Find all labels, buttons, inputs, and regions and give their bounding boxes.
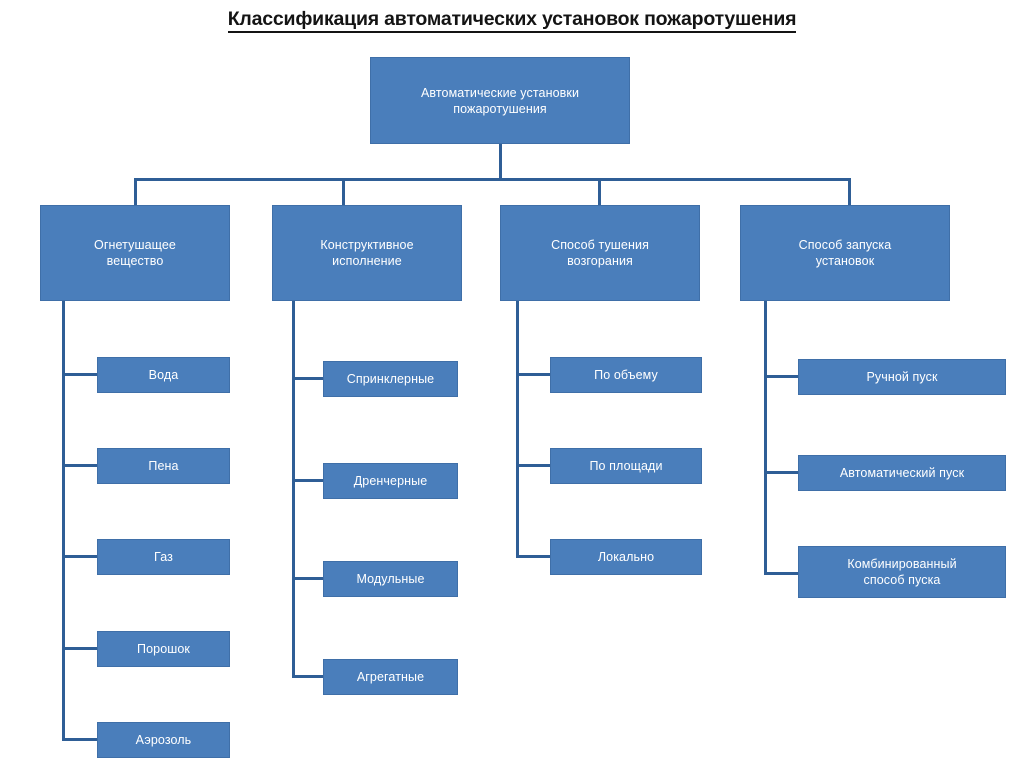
connector-branch-0-drop [134,178,137,205]
connector-branch-3-item-2 [764,572,800,575]
node-branch-2-item-0-label: По объему [594,368,658,382]
connector-branch-1-drop [342,178,345,205]
node-branch-2-item-2-label: Локально [597,550,655,564]
connector-branch-0-item-0 [62,373,98,376]
connector-branch-1-item-1 [292,479,325,482]
node-branch-2-header-label: Способ тушения возгорания [551,238,649,268]
connector-branch-0-item-2 [62,555,98,558]
connector-branch-2-item-1 [516,464,552,467]
node-branch-1-item-3-label: Агрегатные [356,670,425,684]
connector-branch-2-item-0 [516,373,552,376]
connector-bus [134,178,851,181]
node-branch-3-item-1-label: Автоматический пуск [839,466,965,480]
connector-branch-1-item-2 [292,577,325,580]
node-branch-1-item-2-label: Модульные [356,572,425,586]
connector-branch-3-trunk [764,301,767,574]
node-branch-0-item-1-label: Пена [148,459,179,473]
connector-branch-3-drop [848,178,851,205]
node-branch-3-item-0-label: Ручной пуск [866,370,938,384]
node-branch-0-item-2: Газ [97,539,230,575]
node-branch-0-item-0: Вода [97,357,230,393]
node-branch-1-item-1: Дренчерные [323,463,458,499]
node-branch-0-header-label: Огнетушащее вещество [94,238,176,268]
node-branch-2-header: Способ тушения возгорания [500,205,700,301]
node-branch-0-item-4-label: Аэрозоль [135,733,192,747]
node-branch-2-item-1-label: По площади [589,459,663,473]
node-branch-0-item-0-label: Вода [148,368,179,382]
node-branch-1-item-2: Модульные [323,561,458,597]
node-branch-1-header-label: Конструктивное исполнение [320,238,414,268]
connector-branch-0-item-4 [62,738,98,741]
node-branch-1-header: Конструктивное исполнение [272,205,462,301]
node-branch-0-header: Огнетушащее вещество [40,205,230,301]
connector-branch-1-item-3 [292,675,325,678]
node-branch-3-header-label: Способ запуска установок [798,238,892,268]
node-branch-0-item-3: Порошок [97,631,230,667]
node-branch-2-item-0: По объему [550,357,702,393]
node-branch-0-item-1: Пена [97,448,230,484]
node-branch-3-item-0: Ручной пуск [798,359,1006,395]
connector-root-stem [499,144,502,178]
connector-branch-1-item-0 [292,377,325,380]
node-root-label: Автоматические установки пожаротушения [420,85,580,116]
node-root: Автоматические установки пожаротушения [370,57,630,144]
connector-branch-2-drop [598,178,601,205]
node-branch-0-item-3-label: Порошок [137,642,190,656]
connector-branch-2-trunk [516,301,519,557]
node-branch-1-item-0-label: Спринклерные [346,372,435,386]
node-branch-1-item-0: Спринклерные [323,361,458,397]
connector-branch-0-item-3 [62,647,98,650]
connector-branch-1-trunk [292,301,295,677]
page-title-text: Классификация автоматических установок п… [227,8,796,33]
node-branch-2-item-1: По площади [550,448,702,484]
node-branch-3-item-1: Автоматический пуск [798,455,1006,491]
node-branch-1-item-1-label: Дренчерные [353,474,428,488]
connector-branch-0-item-1 [62,464,98,467]
node-branch-0-item-4: Аэрозоль [97,722,230,758]
node-branch-3-header: Способ запуска установок [740,205,950,301]
node-branch-1-item-3: Агрегатные [323,659,458,695]
node-branch-2-item-2: Локально [550,539,702,575]
page-title: Классификация автоматических установок п… [0,8,1024,33]
connector-branch-3-item-1 [764,471,800,474]
connector-branch-0-trunk [62,301,65,740]
connector-branch-2-item-2 [516,555,552,558]
node-branch-3-item-2-label: Комбинированный способ пуска [847,557,957,587]
node-branch-0-item-2-label: Газ [154,550,173,564]
connector-branch-3-item-0 [764,375,800,378]
node-branch-3-item-2: Комбинированный способ пуска [798,546,1006,598]
